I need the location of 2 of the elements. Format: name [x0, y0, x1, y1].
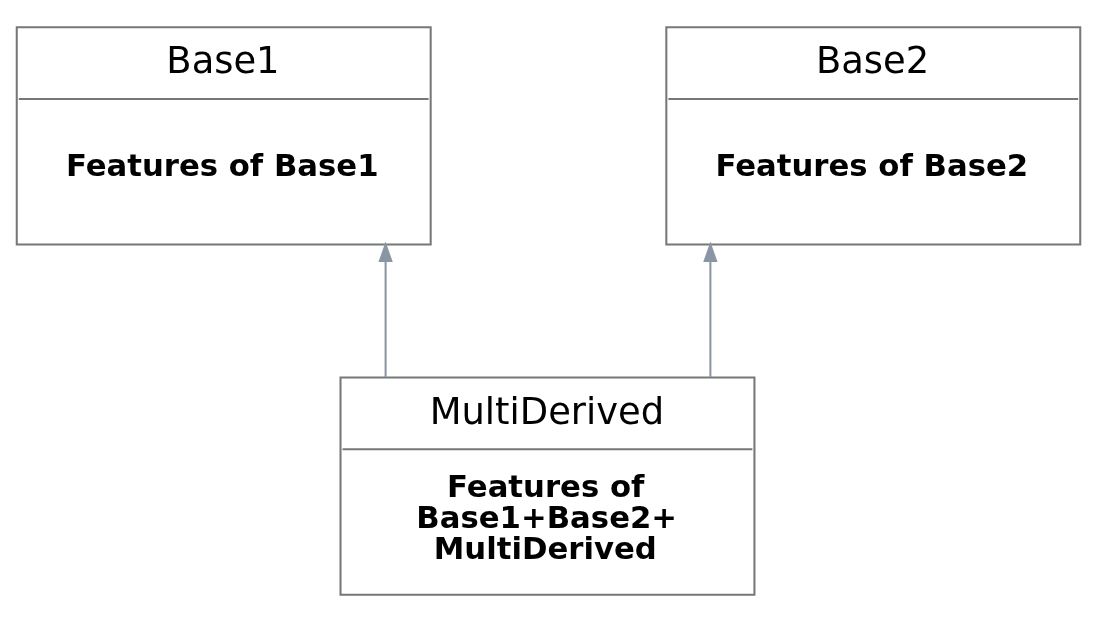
- arrow: [703, 241, 718, 377]
- arrow: [378, 241, 393, 377]
